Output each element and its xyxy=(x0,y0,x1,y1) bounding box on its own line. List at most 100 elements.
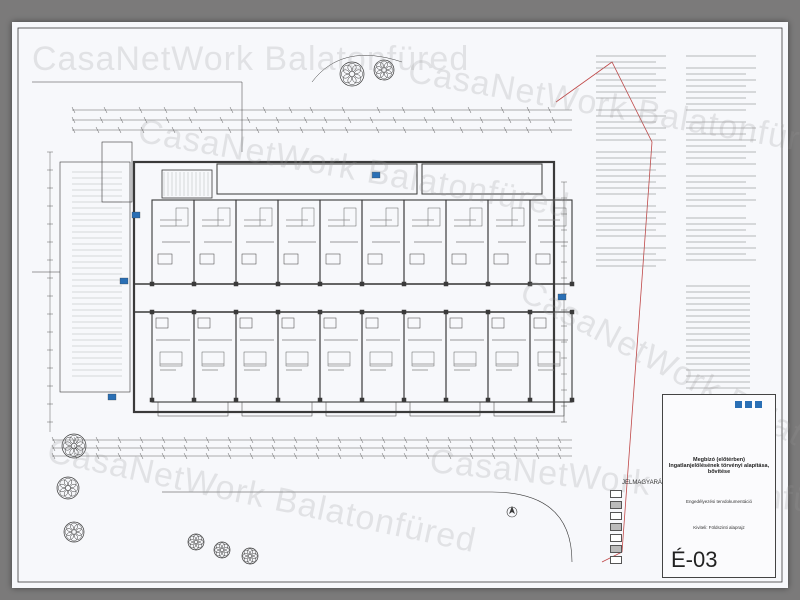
site-curve xyxy=(311,55,403,83)
tree-symbol xyxy=(196,535,203,542)
dimension-tick xyxy=(161,444,166,452)
dimension-tick xyxy=(183,436,188,444)
structural-column xyxy=(317,281,323,287)
tree-symbol xyxy=(70,522,78,531)
tree-symbol xyxy=(352,64,362,74)
bathroom xyxy=(239,317,253,329)
dimension-tick xyxy=(117,444,122,452)
apartment-lower xyxy=(403,311,447,403)
tree-symbol xyxy=(197,538,204,546)
dimension-tick xyxy=(479,126,484,134)
balcony xyxy=(157,401,229,417)
dimension-tick xyxy=(161,436,166,444)
tree-symbol xyxy=(384,62,392,70)
logo-mark xyxy=(745,401,752,408)
dimension-tick xyxy=(183,444,188,452)
structural-column xyxy=(443,281,449,287)
tree-symbol xyxy=(63,521,85,543)
structural-column xyxy=(401,397,407,403)
bed xyxy=(469,207,483,227)
dimension-tick xyxy=(467,106,472,114)
bathroom xyxy=(533,317,547,329)
dimension-tick xyxy=(401,106,406,114)
dimension-tick xyxy=(71,126,76,134)
info-marker xyxy=(131,211,141,219)
tree-symbol xyxy=(74,524,82,532)
tree-symbol xyxy=(222,543,229,550)
dimension-tick xyxy=(375,126,380,134)
structural-column xyxy=(149,281,155,287)
dimension-tick xyxy=(117,126,122,134)
tree-symbol xyxy=(243,556,250,563)
entrance-stair xyxy=(101,141,133,203)
bathroom xyxy=(535,253,551,265)
dimension-tick xyxy=(447,452,452,460)
tree-symbol xyxy=(376,70,384,78)
dimension-tick xyxy=(315,452,320,460)
bathroom xyxy=(241,253,257,265)
structural-column xyxy=(233,281,239,287)
bathroom xyxy=(449,317,463,329)
legend-swatch xyxy=(610,556,622,564)
apartment-lower xyxy=(361,311,405,403)
dimension-tick xyxy=(431,106,436,114)
dimension-tick xyxy=(376,106,381,114)
structural-column xyxy=(359,281,365,287)
dimension-tick xyxy=(547,106,552,114)
tree-symbol xyxy=(62,441,72,451)
structural-column xyxy=(233,309,239,315)
bed xyxy=(427,207,441,227)
dimension-tick xyxy=(246,116,251,124)
legend-swatch xyxy=(610,512,622,520)
tree-symbol xyxy=(74,446,84,456)
balcony xyxy=(325,401,397,417)
dimension-tick xyxy=(227,452,232,460)
structural-column xyxy=(359,309,365,315)
bed xyxy=(159,351,183,367)
bathroom xyxy=(199,253,215,265)
apartment-lower xyxy=(487,311,531,403)
tree-symbol xyxy=(251,552,258,560)
dimension-tick xyxy=(51,452,56,460)
dimension-tick xyxy=(535,436,540,444)
tree-symbol xyxy=(241,547,259,565)
dimension-tick xyxy=(71,106,76,114)
structural-column xyxy=(359,397,365,403)
dimension-tick xyxy=(344,126,349,134)
bathroom xyxy=(367,253,383,265)
tree-symbol xyxy=(218,542,226,549)
tree-symbol xyxy=(192,534,200,541)
tree-symbol xyxy=(215,543,222,550)
structural-column xyxy=(317,397,323,403)
bathroom xyxy=(365,317,379,329)
dimension-tick xyxy=(139,436,144,444)
dimension-tick xyxy=(139,444,144,452)
legend-swatch xyxy=(610,523,622,531)
info-marker xyxy=(119,277,129,285)
tree-symbol xyxy=(246,557,254,564)
property-boundary xyxy=(555,61,653,563)
dimension-tick xyxy=(73,444,78,452)
dimension-tick xyxy=(51,444,56,452)
dimension-tick xyxy=(513,436,518,444)
dimension-tick xyxy=(500,106,505,114)
structural-column xyxy=(275,281,281,287)
sheet-name: Engedélyezési tervdokumentáció xyxy=(685,499,753,504)
legend-title: JELMAGYARÁZAT xyxy=(622,480,673,486)
dimension-tick xyxy=(469,444,474,452)
dimension-tick xyxy=(119,116,124,124)
structural-column xyxy=(527,309,533,315)
bathroom xyxy=(325,253,341,265)
structural-column xyxy=(527,281,533,287)
balcony xyxy=(409,401,481,417)
tree-symbol xyxy=(74,436,84,446)
site-area xyxy=(59,161,131,393)
dimension-tick xyxy=(479,116,484,124)
bed xyxy=(259,207,273,227)
dimension-tick xyxy=(303,116,308,124)
dimension-tick xyxy=(513,444,518,452)
dimension-tick xyxy=(227,436,232,444)
tree-symbol xyxy=(380,60,388,69)
dimension-tick xyxy=(315,444,320,452)
bed xyxy=(411,351,435,367)
